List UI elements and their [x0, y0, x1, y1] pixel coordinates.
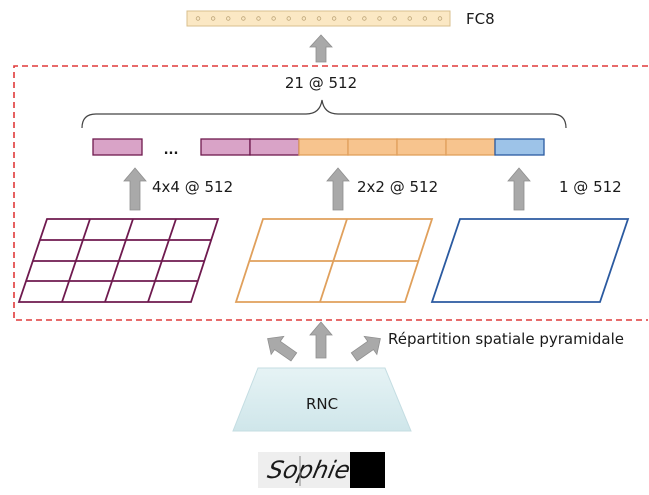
signature-text: Sophie — [265, 455, 353, 484]
fine-bin-last — [249, 138, 300, 156]
fc8-neuron — [347, 16, 352, 21]
fc8-bar — [186, 10, 451, 27]
fc8-neuron — [407, 16, 412, 21]
arrow-fine-up — [123, 167, 147, 211]
fc8-neuron — [271, 16, 276, 21]
fc8-layer: FC8 — [186, 10, 495, 28]
fc8-neuron — [195, 16, 201, 21]
fine-bin-first — [92, 138, 143, 156]
arrow-rnc-left — [267, 335, 298, 362]
mid-bin-2 — [347, 138, 398, 156]
coarse-bin — [494, 138, 545, 156]
total-dim-label: 21 @ 512 — [285, 74, 357, 92]
curly-brace — [81, 99, 567, 129]
signature-mask — [350, 452, 385, 488]
arrow-to-fc8 — [309, 34, 333, 63]
fc8-neuron — [301, 16, 307, 21]
mid-bin-4 — [445, 138, 496, 156]
arrow-rnc-right — [350, 335, 381, 362]
fc8-neuron — [392, 16, 397, 21]
fc8-label: FC8 — [466, 10, 495, 28]
spp-dashed-box — [13, 65, 648, 321]
fc8-neuron — [226, 16, 231, 21]
mid-level-label: 2x2 @ 512 — [357, 178, 438, 196]
pooled-vector: ... — [92, 138, 545, 158]
fc8-neuron — [437, 16, 443, 21]
mid-bin-3 — [396, 138, 447, 156]
fc8-neurons — [195, 16, 443, 21]
fc8-neuron — [210, 16, 216, 21]
coarse-level-label: 1 @ 512 — [559, 178, 622, 196]
rnc-label: RNC — [306, 395, 338, 413]
grid-2x2 — [234, 218, 434, 303]
arrow-mid-up — [326, 167, 350, 211]
mid-bin-1 — [298, 138, 349, 156]
ellipsis: ... — [164, 143, 179, 158]
signature-image: Sophie — [258, 452, 385, 488]
fc8-neuron — [286, 16, 291, 21]
fc8-neuron — [316, 16, 322, 21]
arrow-coarse-up — [507, 167, 531, 211]
rnc-block — [232, 367, 412, 432]
fc8-neuron — [377, 16, 382, 21]
fine-level-label: 4x4 @ 512 — [152, 178, 233, 196]
arrow-rnc-center — [309, 321, 333, 359]
fc8-neuron — [256, 16, 261, 21]
fc8-neuron — [331, 16, 337, 21]
fine-bin — [200, 138, 251, 156]
grid-4x4 — [17, 218, 220, 303]
grid-1x1 — [430, 218, 630, 303]
fc8-neuron — [362, 16, 367, 21]
spp-label: Répartition spatiale pyramidale — [388, 330, 624, 348]
fc8-neuron — [422, 16, 428, 21]
fc8-neuron — [241, 16, 246, 21]
